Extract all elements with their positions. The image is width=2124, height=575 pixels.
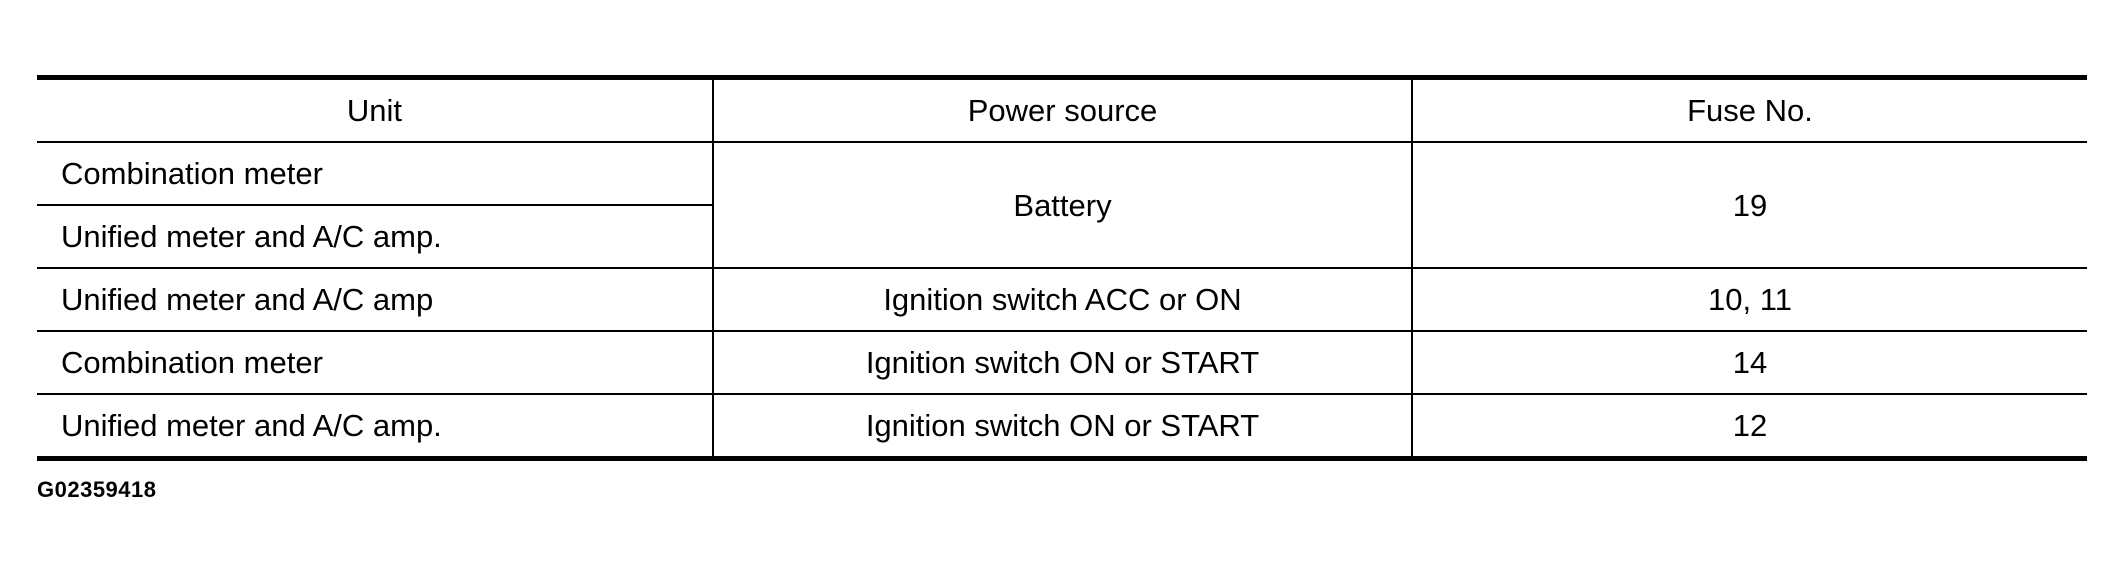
table-header-row: Unit Power source Fuse No. bbox=[37, 77, 2087, 143]
table-row: Unified meter and A/C amp Ignition switc… bbox=[37, 268, 2087, 332]
cell-fuse-no: 19 bbox=[1411, 142, 2087, 269]
table-row: Unified meter and A/C amp. Ignition swit… bbox=[37, 394, 2087, 461]
cell-unit: Combination meter bbox=[37, 331, 713, 395]
cell-fuse-no: 14 bbox=[1411, 331, 2087, 395]
cell-power-source: Ignition switch ON or START bbox=[712, 394, 1412, 461]
cell-power-source: Battery bbox=[712, 142, 1412, 269]
table-row: Combination meter Ignition switch ON or … bbox=[37, 331, 2087, 395]
cell-unit: Unified meter and A/C amp bbox=[37, 268, 713, 332]
cell-unit: Unified meter and A/C amp. bbox=[37, 394, 713, 461]
cell-unit: Unified meter and A/C amp. bbox=[37, 205, 713, 269]
power-source-table-container: Unit Power source Fuse No. Combination m… bbox=[37, 75, 2087, 461]
cell-fuse-no: 12 bbox=[1411, 394, 2087, 461]
cell-power-source: Ignition switch ON or START bbox=[712, 331, 1412, 395]
header-power-source: Power source bbox=[712, 77, 1412, 143]
table-row: Combination meter Battery 19 bbox=[37, 142, 2087, 269]
cell-unit: Combination meter bbox=[37, 142, 713, 206]
cell-fuse-no: 10, 11 bbox=[1411, 268, 2087, 332]
figure-code: G02359418 bbox=[37, 477, 157, 502]
header-fuse-no: Fuse No. bbox=[1411, 77, 2087, 143]
header-unit: Unit bbox=[37, 77, 713, 143]
cell-power-source: Ignition switch ACC or ON bbox=[712, 268, 1412, 332]
power-source-table: Unit Power source Fuse No. Combination m… bbox=[37, 75, 2087, 461]
table-row: Unified meter and A/C amp. bbox=[37, 205, 2087, 269]
